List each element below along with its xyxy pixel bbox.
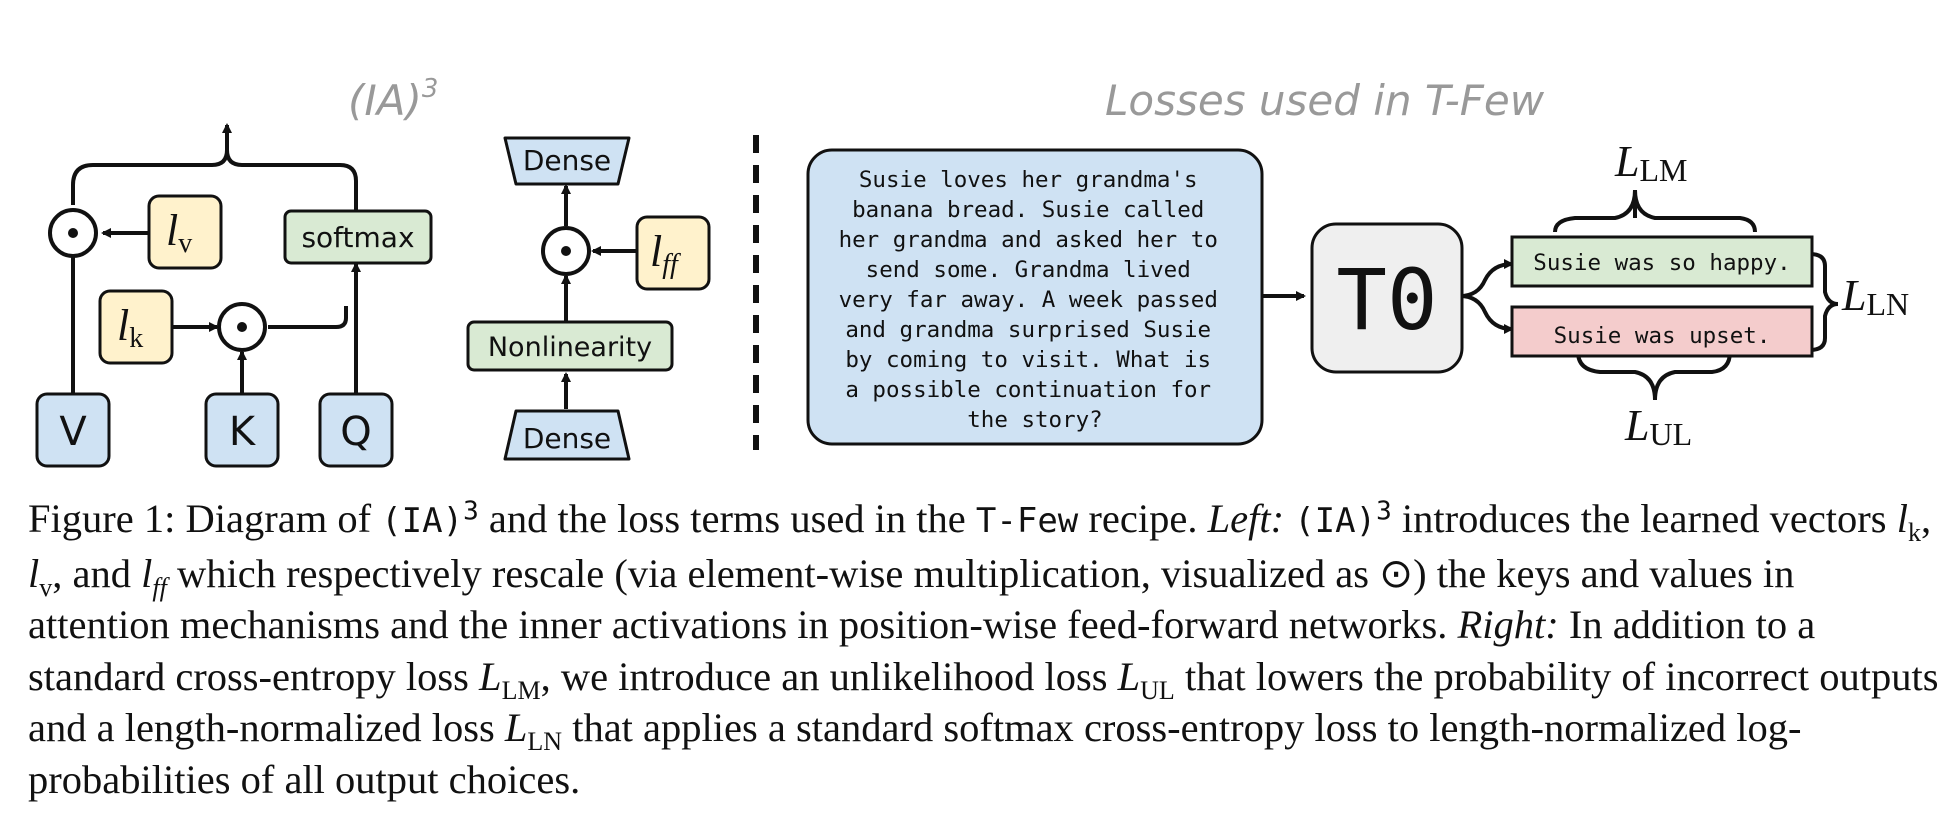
- caption-lk: lk: [1896, 496, 1921, 548]
- loss-lm-label: LLM: [1614, 137, 1687, 188]
- incorrect-output-box: Susie was upset.: [1510, 305, 1814, 358]
- caption-text: , and: [52, 550, 142, 596]
- svg-text:lv: lv: [166, 206, 192, 259]
- t0-model-box: T0: [1310, 222, 1464, 374]
- q-box: Q: [318, 392, 394, 468]
- figure-diagram: (IA)3 Losses used in T-Few: [35, 74, 1909, 468]
- k-box: K: [204, 392, 280, 468]
- caption-ia3: (IA)3: [1294, 496, 1392, 541]
- nonlinearity-box: Nonlinearity: [466, 320, 674, 372]
- svg-text:V: V: [59, 409, 87, 455]
- caption-right-label: Right:: [1457, 602, 1559, 647]
- caption-left-label: Left:: [1207, 496, 1285, 541]
- vector-lff-box: lff: [635, 215, 711, 291]
- loss-ul-label: LUL: [1624, 401, 1692, 452]
- caption-ia3: (IA)3: [381, 496, 479, 541]
- odot-k: [217, 302, 267, 352]
- caption-text: which respectively rescale (via element-…: [28, 550, 1795, 648]
- caption-text: that lowers the probability of incorrect…: [28, 653, 1939, 751]
- caption-text: cross-entropy loss to length-normalized …: [28, 705, 1802, 802]
- caption-text: Diagram of: [175, 496, 382, 541]
- svg-text:T0: T0: [1336, 251, 1437, 349]
- caption-text: , we introduce an unlikelihood loss: [540, 653, 1118, 699]
- svg-text:lk: lk: [117, 301, 143, 354]
- svg-text:Susie loves her grandma's: Susie loves her grandma's banana bread. …: [839, 167, 1232, 433]
- prompt-box: Susie loves her grandma's banana bread. …: [806, 148, 1264, 446]
- caption-lul: LUL: [1117, 653, 1175, 705]
- v-box: V: [35, 392, 111, 468]
- caption-lln: LLN: [504, 705, 563, 757]
- svg-text:Susie was so happy.: Susie was so happy.: [1533, 250, 1790, 276]
- svg-text:softmax: softmax: [301, 221, 414, 254]
- caption-text: that applies a standard: [562, 705, 944, 750]
- caption-text: ,: [1920, 496, 1932, 541]
- caption-text: In addition to a standard cross-entropy …: [28, 602, 1816, 699]
- odot-ff: [541, 226, 591, 276]
- vector-lv-box: lv: [147, 194, 223, 270]
- loss-ln-label: LLN: [1841, 271, 1909, 322]
- caption-llm: LLM: [479, 653, 541, 705]
- svg-text:Q: Q: [340, 409, 371, 455]
- caption-softmax: softmax: [943, 705, 1074, 750]
- dense-bottom-box: Dense: [503, 409, 631, 461]
- odot-v: [48, 208, 98, 258]
- caption-text: recipe.: [1078, 496, 1208, 541]
- svg-text:Dense: Dense: [523, 144, 611, 177]
- softmax-box: softmax: [283, 209, 433, 265]
- svg-text:Susie was upset.: Susie was upset.: [1554, 323, 1771, 349]
- caption-tfew: T-Few: [975, 501, 1079, 541]
- ia3-title: (IA)3: [348, 74, 438, 125]
- correct-output-box: Susie was so happy.: [1510, 235, 1814, 288]
- svg-text:Dense: Dense: [523, 422, 611, 455]
- svg-text:K: K: [229, 409, 257, 455]
- losses-title: Losses used in T-Few: [1105, 76, 1545, 125]
- caption-text: and the loss terms used in the: [478, 496, 976, 541]
- svg-text:Nonlinearity: Nonlinearity: [488, 332, 652, 363]
- caption-lff: lff: [141, 550, 167, 602]
- dense-top-box: Dense: [503, 136, 631, 186]
- caption-lv: lv: [28, 550, 53, 602]
- svg-text:lff: lff: [650, 227, 681, 280]
- caption-figure-number: Figure 1:: [28, 496, 176, 541]
- caption-text: introduces the learned vectors: [1391, 496, 1897, 541]
- figure-caption: Figure 1: Diagram of (IA)3 and the loss …: [28, 493, 1940, 805]
- vector-lk-box: lk: [98, 289, 174, 365]
